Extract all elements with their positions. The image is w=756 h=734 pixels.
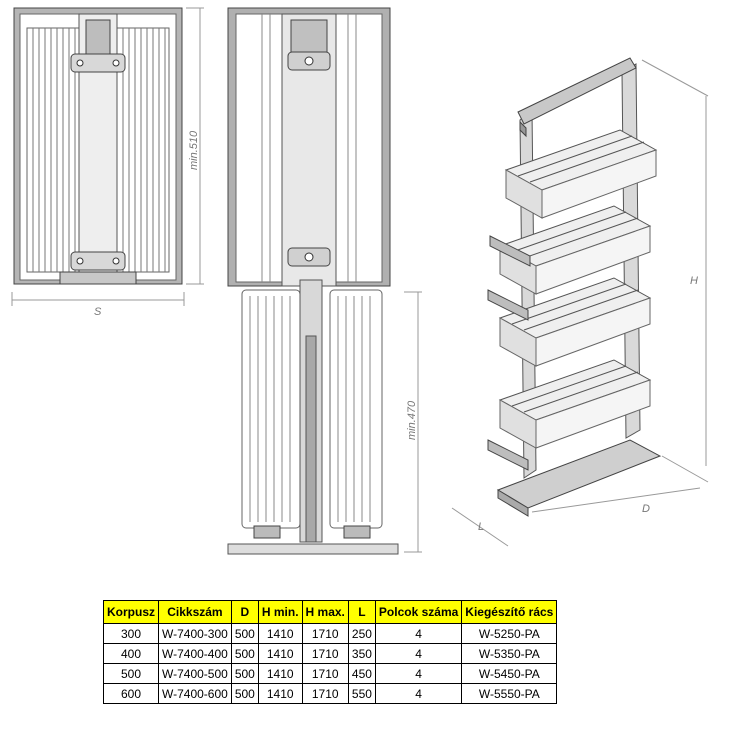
spec-table: Korpusz Cikkszám D H min. H max. L Polco… (103, 600, 558, 704)
table-cell: 1410 (257, 663, 303, 684)
table-cell: 4 (374, 663, 463, 684)
table-cell: W-5450-PA (461, 663, 558, 684)
table-row: 400 W-7400-400 500 1410 1710 350 4 W-535… (103, 643, 558, 664)
table-row: 600 W-7400-600 500 1410 1710 550 4 W-555… (103, 683, 558, 704)
table-cell: 450 (347, 663, 376, 684)
header-cikkszam: Cikkszám (158, 600, 232, 624)
header-kiegeszito-racs: Kiegészítő rács (461, 600, 558, 624)
table-cell: W-5350-PA (461, 643, 558, 664)
table-cell: W-5250-PA (461, 623, 558, 644)
table-cell: 250 (347, 623, 376, 644)
table-cell: 300 (103, 623, 159, 644)
table-cell: 4 (374, 683, 463, 704)
table-row: 500 W-7400-500 500 1410 1710 450 4 W-545… (103, 663, 558, 684)
table-cell: 1710 (301, 683, 349, 704)
isometric-view-drawing (451, 57, 709, 547)
table-cell: 400 (103, 643, 159, 664)
front-view-drawing (227, 7, 422, 555)
table-cell: 1410 (257, 683, 303, 704)
header-l: L (347, 600, 376, 624)
iso-shelf-4 (498, 359, 652, 449)
table-cell: W-7400-500 (158, 663, 232, 684)
top-view-drawing (11, 7, 204, 306)
dimension-d-label: D (642, 503, 650, 515)
table-cell: W-5550-PA (461, 683, 558, 704)
table-cell: 4 (374, 643, 463, 664)
table-cell: W-7400-600 (158, 683, 232, 704)
header-h-min: H min. (257, 600, 303, 624)
dimension-min510-label: min.510 (188, 130, 200, 170)
table-cell: 500 (230, 683, 259, 704)
table-cell: 500 (103, 663, 159, 684)
dimension-min470-label: min.470 (406, 400, 418, 440)
dimension-s-label: S (94, 306, 102, 318)
table-cell: 1710 (301, 643, 349, 664)
dimension-h-label: H (690, 275, 698, 287)
table-cell: 500 (230, 623, 259, 644)
iso-shelf-2 (498, 205, 652, 295)
header-polcok-szama: Polcok száma (374, 600, 463, 624)
table-cell: 500 (230, 663, 259, 684)
iso-shelf-3 (498, 277, 652, 367)
table-cell: W-7400-400 (158, 643, 232, 664)
table-cell: 4 (374, 623, 463, 644)
table-header-row: Korpusz Cikkszám D H min. H max. L Polco… (103, 600, 558, 624)
header-korpusz: Korpusz (103, 600, 159, 624)
table-cell: 350 (347, 643, 376, 664)
table-cell: 500 (230, 643, 259, 664)
table-cell: 600 (103, 683, 159, 704)
header-h-max: H max. (301, 600, 349, 624)
table-cell: 550 (347, 683, 376, 704)
table-cell: 1410 (257, 643, 303, 664)
table-cell: W-7400-300 (158, 623, 232, 644)
table-row: 300 W-7400-300 500 1410 1710 250 4 W-525… (103, 623, 558, 644)
table-cell: 1710 (301, 663, 349, 684)
technical-drawing: S min.510 (11, 7, 709, 555)
dimension-l-label: L (478, 521, 484, 533)
header-d: D (230, 600, 259, 624)
iso-shelf-1 (504, 129, 658, 219)
table-cell: 1710 (301, 623, 349, 644)
table-cell: 1410 (257, 623, 303, 644)
